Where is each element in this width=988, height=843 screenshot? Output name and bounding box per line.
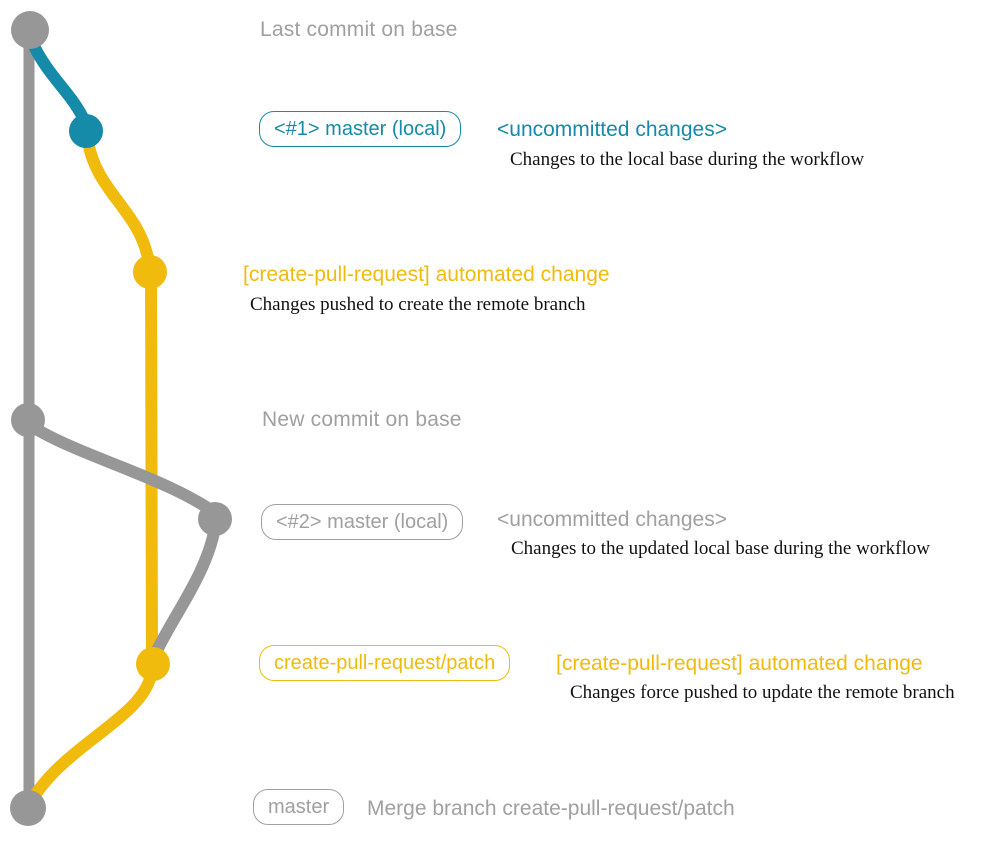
commit-node-new-base [11,403,45,437]
patch-branch-segment-merge [26,669,157,806]
base-to-local2-segment [22,418,220,518]
local-branch-segment-blue [26,36,92,130]
uncommitted-changes-label-1: <uncommitted changes> [497,118,727,141]
commit-node-last-base [11,11,49,49]
new-commit-title: New commit on base [262,408,462,431]
badge-master: master [253,789,345,825]
badge-create-pull-request-patch: create-pull-request/patch [259,645,511,681]
commit2-description: Changes pushed to create the remote bran… [250,294,586,315]
badge-master-local-2: <#2> master (local) [261,504,464,540]
uncommitted-changes-label-2: <uncommitted changes> [497,508,727,531]
automated-change-label-2: [create-pull-request] automated change [556,652,923,675]
commit-node-merge [10,790,46,826]
automated-change-label-1: [create-pull-request] automated change [243,263,610,286]
commit-node-remote-2 [136,647,170,681]
merge-label: Merge branch create-pull-request/patch [367,797,735,820]
patch-branch-line [145,265,158,661]
commit4-description: Changes force pushed to update the remot… [570,682,955,703]
commit3-description: Changes to the updated local base during… [511,538,930,559]
patch-branch-segment-top [82,136,154,264]
local2-to-patch-segment [148,521,221,663]
commit-node-local-1 [69,114,103,148]
commit1-description: Changes to the local base during the wor… [510,149,865,170]
last-commit-title: Last commit on base [260,18,458,41]
badge-master-local-1: <#1> master (local) [259,111,462,147]
commit-node-local-2 [198,502,232,536]
commit-node-remote-1 [133,255,167,289]
